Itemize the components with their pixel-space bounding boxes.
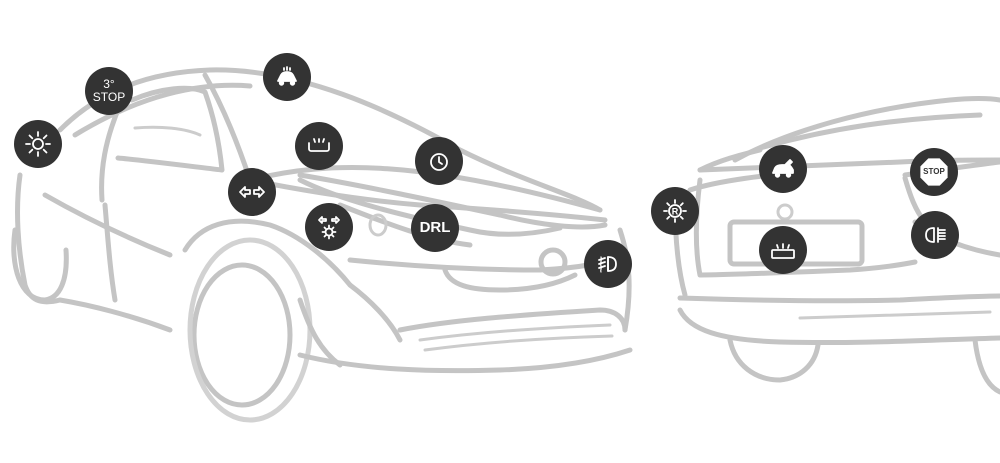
rear-car-outline — [672, 96, 1000, 395]
clock-icon[interactable] — [415, 137, 463, 185]
roof-lamp-icon[interactable] — [263, 53, 311, 101]
third-stop-degree-label: 3° — [103, 77, 115, 92]
rear-fog-light-icon[interactable] — [911, 211, 959, 259]
turn-headlight-icon[interactable] — [305, 203, 353, 251]
turn-indicator-icon[interactable] — [228, 168, 276, 216]
headlight-high-beam-icon[interactable] — [14, 120, 62, 168]
front-fog-light-icon[interactable] — [584, 240, 632, 288]
brake-stop-label: STOP — [923, 167, 945, 176]
brake-light-icon[interactable]: STOP — [910, 148, 958, 196]
license-plate-light-icon[interactable] — [759, 226, 807, 274]
drl-icon[interactable]: DRL — [411, 204, 459, 252]
drl-label: DRL — [419, 219, 451, 237]
svg-text:R: R — [672, 207, 679, 217]
trunk-light-icon[interactable] — [759, 145, 807, 193]
reverse-light-icon[interactable]: R — [651, 187, 699, 235]
interior-light-icon[interactable] — [295, 122, 343, 170]
third-brake-light-icon[interactable]: 3° STOP — [85, 67, 133, 115]
third-stop-label: STOP — [92, 90, 126, 104]
